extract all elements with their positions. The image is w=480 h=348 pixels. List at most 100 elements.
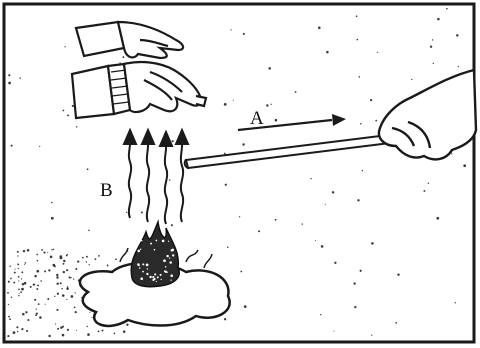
speckle bbox=[11, 145, 13, 147]
speckle bbox=[39, 316, 42, 319]
speckle bbox=[332, 191, 334, 193]
speckle bbox=[37, 260, 39, 262]
speckle bbox=[50, 256, 53, 259]
speckle bbox=[48, 335, 50, 337]
speckle bbox=[23, 250, 25, 252]
speckle bbox=[67, 114, 69, 116]
flame-dot bbox=[154, 273, 156, 275]
flame-dot bbox=[141, 240, 142, 241]
speckle bbox=[41, 249, 43, 251]
speckle bbox=[47, 252, 48, 253]
speckle bbox=[8, 82, 11, 85]
speckle bbox=[8, 281, 10, 283]
speckle bbox=[266, 104, 268, 106]
flame-dot bbox=[154, 249, 156, 251]
speckle bbox=[53, 249, 55, 251]
speckle bbox=[239, 216, 240, 217]
speckle bbox=[26, 330, 28, 332]
speckle bbox=[233, 100, 234, 101]
flame-dot bbox=[157, 276, 159, 278]
speckle bbox=[20, 291, 22, 293]
speckle bbox=[270, 104, 271, 105]
speckle bbox=[92, 317, 93, 318]
speckle bbox=[227, 247, 229, 249]
speckle bbox=[370, 99, 372, 101]
flame-dot bbox=[171, 249, 173, 251]
speckle bbox=[98, 255, 100, 257]
speckle bbox=[371, 335, 372, 336]
speckle bbox=[357, 199, 359, 201]
speckle bbox=[353, 282, 355, 284]
speckle bbox=[437, 18, 440, 21]
speckle bbox=[34, 284, 35, 285]
speckle bbox=[55, 323, 56, 324]
speckle bbox=[66, 255, 68, 257]
speckle bbox=[62, 294, 65, 297]
flame-dot bbox=[169, 257, 170, 258]
speckle bbox=[18, 295, 19, 296]
speckle bbox=[9, 318, 11, 320]
speckle bbox=[375, 120, 377, 122]
speckle bbox=[47, 298, 49, 300]
speckle bbox=[18, 289, 20, 291]
speckle bbox=[224, 318, 226, 320]
speckle bbox=[21, 288, 24, 291]
speckle bbox=[63, 326, 64, 327]
speckle bbox=[397, 273, 399, 275]
flame-dot bbox=[170, 274, 173, 277]
speckle bbox=[21, 271, 23, 273]
flame-dot bbox=[149, 276, 151, 278]
speckle bbox=[94, 258, 96, 260]
speckle bbox=[61, 288, 62, 289]
speckle bbox=[48, 269, 50, 271]
speckle bbox=[18, 276, 20, 278]
speckle bbox=[25, 262, 27, 264]
speckle bbox=[19, 293, 20, 294]
speckle bbox=[77, 260, 79, 262]
flame-dot bbox=[146, 264, 149, 267]
speckle bbox=[7, 292, 9, 294]
speckle bbox=[362, 170, 363, 171]
speckle bbox=[51, 249, 52, 250]
speckle bbox=[377, 52, 378, 53]
speckle bbox=[171, 224, 173, 226]
speckle bbox=[36, 254, 38, 256]
speckle bbox=[39, 146, 40, 147]
flame-dot bbox=[152, 276, 154, 278]
flame-dot bbox=[165, 266, 167, 268]
speckle bbox=[224, 103, 227, 106]
speckle bbox=[240, 271, 242, 273]
speckle bbox=[433, 63, 434, 64]
speckle bbox=[36, 308, 37, 309]
speckle bbox=[89, 264, 90, 265]
speckle bbox=[63, 110, 65, 112]
speckle bbox=[18, 280, 19, 281]
speckle bbox=[360, 123, 362, 125]
speckle bbox=[334, 262, 336, 264]
flame-dot bbox=[137, 263, 140, 266]
speckle bbox=[63, 271, 65, 273]
flame-dot bbox=[140, 277, 143, 280]
speckle bbox=[18, 268, 19, 269]
flame-dot bbox=[147, 268, 148, 269]
speckle bbox=[45, 304, 46, 305]
speckle bbox=[74, 307, 76, 309]
flame-dot bbox=[140, 249, 141, 250]
flame-dot bbox=[146, 273, 148, 275]
speckle bbox=[9, 265, 11, 267]
speckle bbox=[59, 255, 62, 258]
speckle bbox=[24, 282, 27, 285]
speckle bbox=[57, 293, 59, 295]
speckle bbox=[66, 269, 68, 271]
speckle bbox=[38, 303, 40, 305]
speckle bbox=[326, 51, 329, 54]
speckle bbox=[123, 330, 126, 333]
speckle bbox=[411, 79, 412, 80]
speckle bbox=[67, 288, 69, 290]
speckle bbox=[21, 328, 23, 330]
speckle bbox=[463, 164, 466, 167]
speckle bbox=[19, 77, 20, 78]
speckle bbox=[60, 282, 62, 284]
speckle bbox=[35, 276, 37, 278]
speckle bbox=[243, 33, 245, 35]
